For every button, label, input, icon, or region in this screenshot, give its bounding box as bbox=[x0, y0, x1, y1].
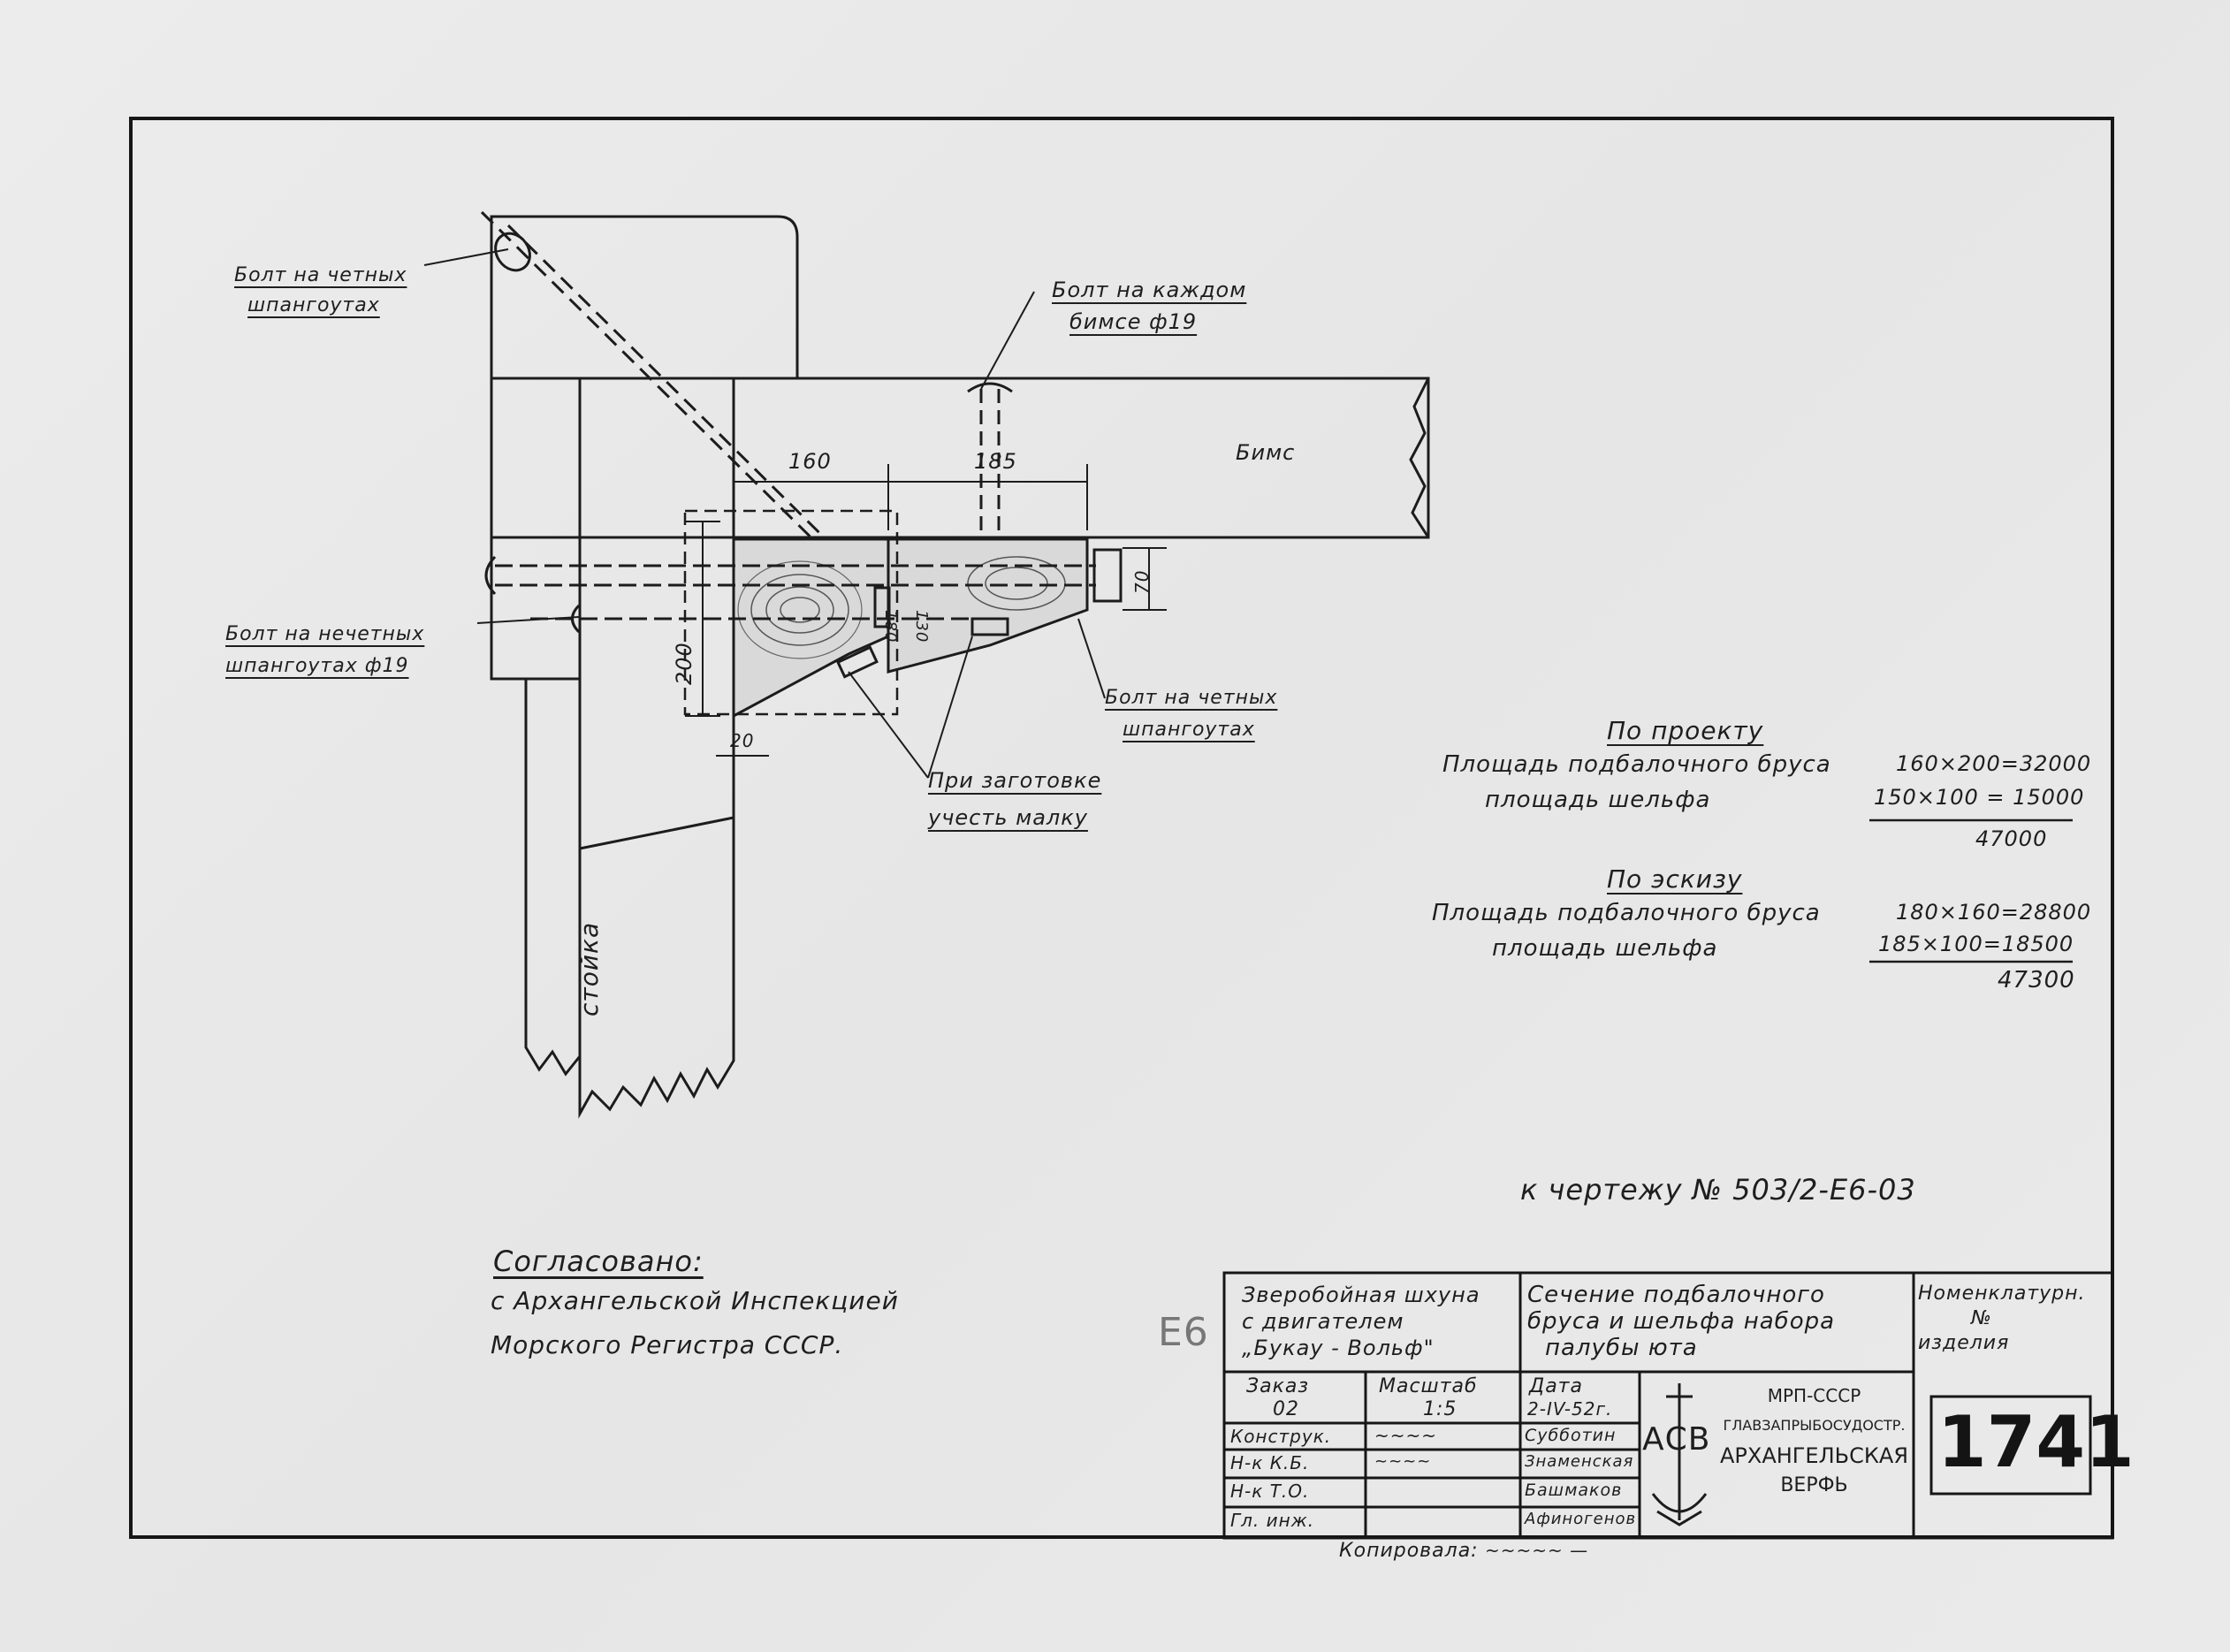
callout-line: шпангоутах bbox=[1123, 719, 1255, 741]
dim-20: 20 bbox=[730, 730, 755, 751]
bolt-head-top bbox=[494, 232, 531, 272]
org-line: АРХАНГЕЛЬСКАЯ bbox=[1720, 1443, 1908, 1468]
beam-label: Бимс bbox=[1236, 440, 1296, 465]
role-head-to: Н-к Т.О. bbox=[1230, 1481, 1310, 1502]
approval-line-2: Морского Регистра СССР. bbox=[491, 1330, 844, 1359]
nut bbox=[1092, 548, 1123, 603]
name-head-kb: Знаменская bbox=[1525, 1452, 1634, 1471]
signature-designer: ~~~~ bbox=[1374, 1425, 1438, 1446]
beam-break bbox=[1409, 377, 1430, 538]
org-line: ГЛАВЗАПРЫБОСУДОСТР. bbox=[1723, 1417, 1906, 1434]
calc-sketch-row-2-label: площадь шельфа bbox=[1492, 935, 1718, 962]
calc-project-row-2-value: 150×100 = 15000 bbox=[1874, 785, 2085, 810]
title-vessel-line: Зверобойная шхуна bbox=[1242, 1283, 1480, 1307]
frame-timber bbox=[490, 377, 582, 681]
date-value: 2-IV-52г. bbox=[1527, 1398, 1613, 1420]
post-label: стойка bbox=[575, 921, 604, 1016]
org-line: МРП-СССР bbox=[1767, 1385, 1861, 1406]
nomenclature-line: Номенклатурн. bbox=[1918, 1283, 2086, 1305]
sheet-number: 1741 bbox=[1937, 1401, 2135, 1483]
calc-sketch-row-2-value: 185×100=18500 bbox=[1878, 932, 2074, 956]
shipyard-logo bbox=[1651, 1383, 1708, 1526]
name-designer: Субботин bbox=[1525, 1426, 1617, 1445]
dim-200: 200 bbox=[672, 642, 696, 685]
calc-sketch-total: 47300 bbox=[1998, 967, 2075, 993]
copied-by-signature: ~~~~~ — bbox=[1485, 1540, 1589, 1561]
title-nomenclature: Номенклатурн. № изделия bbox=[1918, 1282, 2086, 1356]
callout-bolt-even-bottom: Болт на четных шпангоутах bbox=[1105, 682, 1277, 746]
callout-bolt-odd: Болт на нечетных шпангоутах ф19 bbox=[225, 619, 424, 682]
title-vessel: Зверобойная шхуна с двигателем „Букау - … bbox=[1242, 1282, 1480, 1361]
role-chief-engineer: Гл. инж. bbox=[1230, 1510, 1315, 1531]
title-line: палубы юта bbox=[1545, 1335, 1698, 1361]
clamp-timber bbox=[732, 537, 890, 719]
nomenclature-line: изделия bbox=[1918, 1332, 2010, 1354]
callout-line: шпангоутах bbox=[247, 294, 380, 316]
order-label: Заказ bbox=[1246, 1375, 1310, 1397]
post bbox=[578, 377, 735, 1119]
approval-line-1: с Архангельской Инспекцией bbox=[491, 1286, 899, 1315]
calc-project-row-1-value: 160×200=32000 bbox=[1896, 751, 2092, 776]
title-line: бруса и шельфа набора bbox=[1527, 1308, 1836, 1335]
title-line: Сечение подбалочного bbox=[1527, 1282, 1825, 1308]
calc-project-row-1-label: Площадь подбалочного бруса bbox=[1442, 751, 1831, 778]
copied-by-label: Копировала: bbox=[1339, 1540, 1479, 1562]
date-label: Дата bbox=[1529, 1375, 1583, 1397]
scale-label: Масштаб bbox=[1379, 1375, 1478, 1397]
dim-180: 180 bbox=[881, 610, 900, 643]
dim-185: 185 bbox=[974, 449, 1017, 474]
org-name: МРП-СССР ГЛАВЗАПРЫБОСУДОСТР. АРХАНГЕЛЬСК… bbox=[1719, 1381, 1909, 1501]
shelf-timber bbox=[887, 537, 1089, 674]
nomenclature-line: № bbox=[1971, 1307, 1992, 1329]
callout-line: Болт на нечетных bbox=[225, 623, 425, 645]
dim-160: 160 bbox=[788, 449, 832, 474]
callout-line: шпангоутах ф19 bbox=[225, 655, 409, 677]
title-drawing-name: Сечение подбалочного бруса и шельфа набо… bbox=[1527, 1282, 1835, 1361]
signature-head-kb: ~~~~ bbox=[1374, 1452, 1432, 1471]
title-vessel-line: с двигателем bbox=[1242, 1309, 1404, 1334]
org-line: ВЕРФЬ bbox=[1780, 1474, 1848, 1496]
title-block-grid bbox=[1222, 1271, 2114, 1540]
callout-line: Болт на четных bbox=[234, 264, 407, 286]
name-head-to: Башмаков bbox=[1525, 1481, 1623, 1500]
calc-project-row-2-label: площадь шельфа bbox=[1485, 787, 1711, 813]
calc-project-total: 47000 bbox=[1975, 826, 2048, 851]
callout-line: учесть малку bbox=[928, 805, 1088, 830]
knee-bracket bbox=[490, 215, 799, 380]
callout-line: Болт на четных bbox=[1105, 687, 1278, 709]
dim-130: 130 bbox=[912, 610, 931, 643]
callout-bevel-note: При заготовке учесть малку bbox=[928, 762, 1101, 836]
callout-line: При заготовке bbox=[928, 768, 1102, 793]
role-designer: Конструк. bbox=[1230, 1426, 1332, 1447]
order-value: 02 bbox=[1273, 1398, 1299, 1420]
bolt-head-left bbox=[484, 555, 497, 596]
callout-bolt-each-beam: Болт на каждом бимсе ф19 bbox=[1052, 274, 1246, 338]
drawing-reference: к чертежу № 503/2-Е6-03 bbox=[1520, 1173, 1916, 1207]
title-vessel-line: „Букау - Вольф" bbox=[1242, 1336, 1435, 1360]
drawing-frame bbox=[129, 117, 2114, 1539]
dim-70: 70 bbox=[1131, 569, 1153, 594]
callout-line: Болт на каждом bbox=[1052, 278, 1247, 302]
calc-sketch-row-1-label: Площадь подбалочного бруса bbox=[1432, 900, 1821, 926]
bolt-head-beam bbox=[967, 382, 1013, 393]
callout-bolt-even-top: Болт на четных шпангоутах bbox=[234, 261, 407, 321]
callout-line: бимсе ф19 bbox=[1069, 309, 1198, 334]
calc-sketch-row-1-value: 180×160=28800 bbox=[1896, 900, 2092, 925]
stamp-mark: Е6 bbox=[1158, 1310, 1209, 1355]
logo-letters: АСВ bbox=[1642, 1421, 1711, 1458]
calc-project-heading: По проекту bbox=[1607, 716, 1764, 745]
approval-heading: Согласовано: bbox=[493, 1245, 704, 1278]
name-chief-engineer: Афиногенов bbox=[1525, 1510, 1637, 1528]
scale-value: 1:5 bbox=[1423, 1398, 1457, 1420]
calc-sketch-heading: По эскизу bbox=[1607, 864, 1743, 894]
role-head-kb: Н-к К.Б. bbox=[1230, 1452, 1310, 1473]
